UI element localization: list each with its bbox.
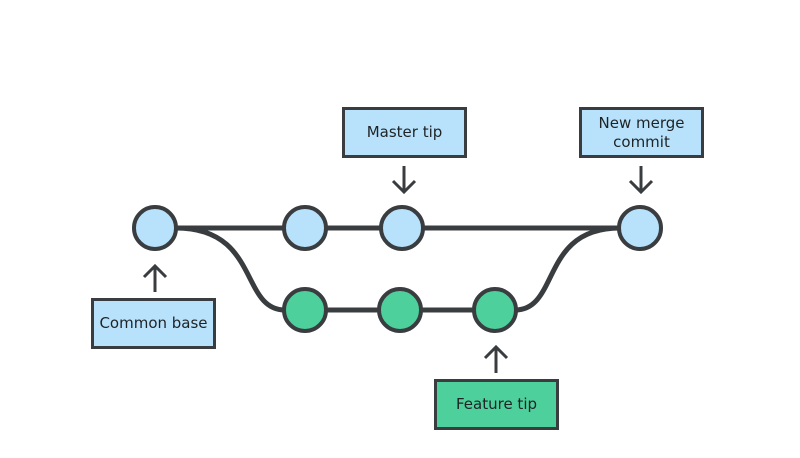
master-tip-commit — [379, 205, 425, 251]
feature-tip-label: Feature tip — [434, 379, 559, 430]
feature-commit — [377, 287, 423, 333]
arrow-down-icon — [628, 166, 654, 195]
master-tip-text: Master tip — [366, 123, 443, 141]
feature-tip-commit — [472, 287, 518, 333]
feature-commit — [282, 287, 328, 333]
arrow-up-icon — [142, 263, 168, 292]
common-base-commit — [132, 205, 178, 251]
arrow-up-icon — [483, 344, 509, 373]
arrow-down-icon — [391, 166, 417, 195]
merge-commit-text-line2: commit — [613, 132, 670, 151]
common-base-text: Common base — [99, 314, 208, 332]
merge-commit-label: New merge commit — [579, 107, 704, 158]
merge-commit-text-line1: New merge — [598, 113, 685, 132]
common-base-label: Common base — [91, 298, 216, 349]
merge-commit — [617, 205, 663, 251]
master-tip-label: Master tip — [342, 107, 467, 158]
master-commit — [282, 205, 328, 251]
feature-tip-text: Feature tip — [455, 395, 538, 413]
